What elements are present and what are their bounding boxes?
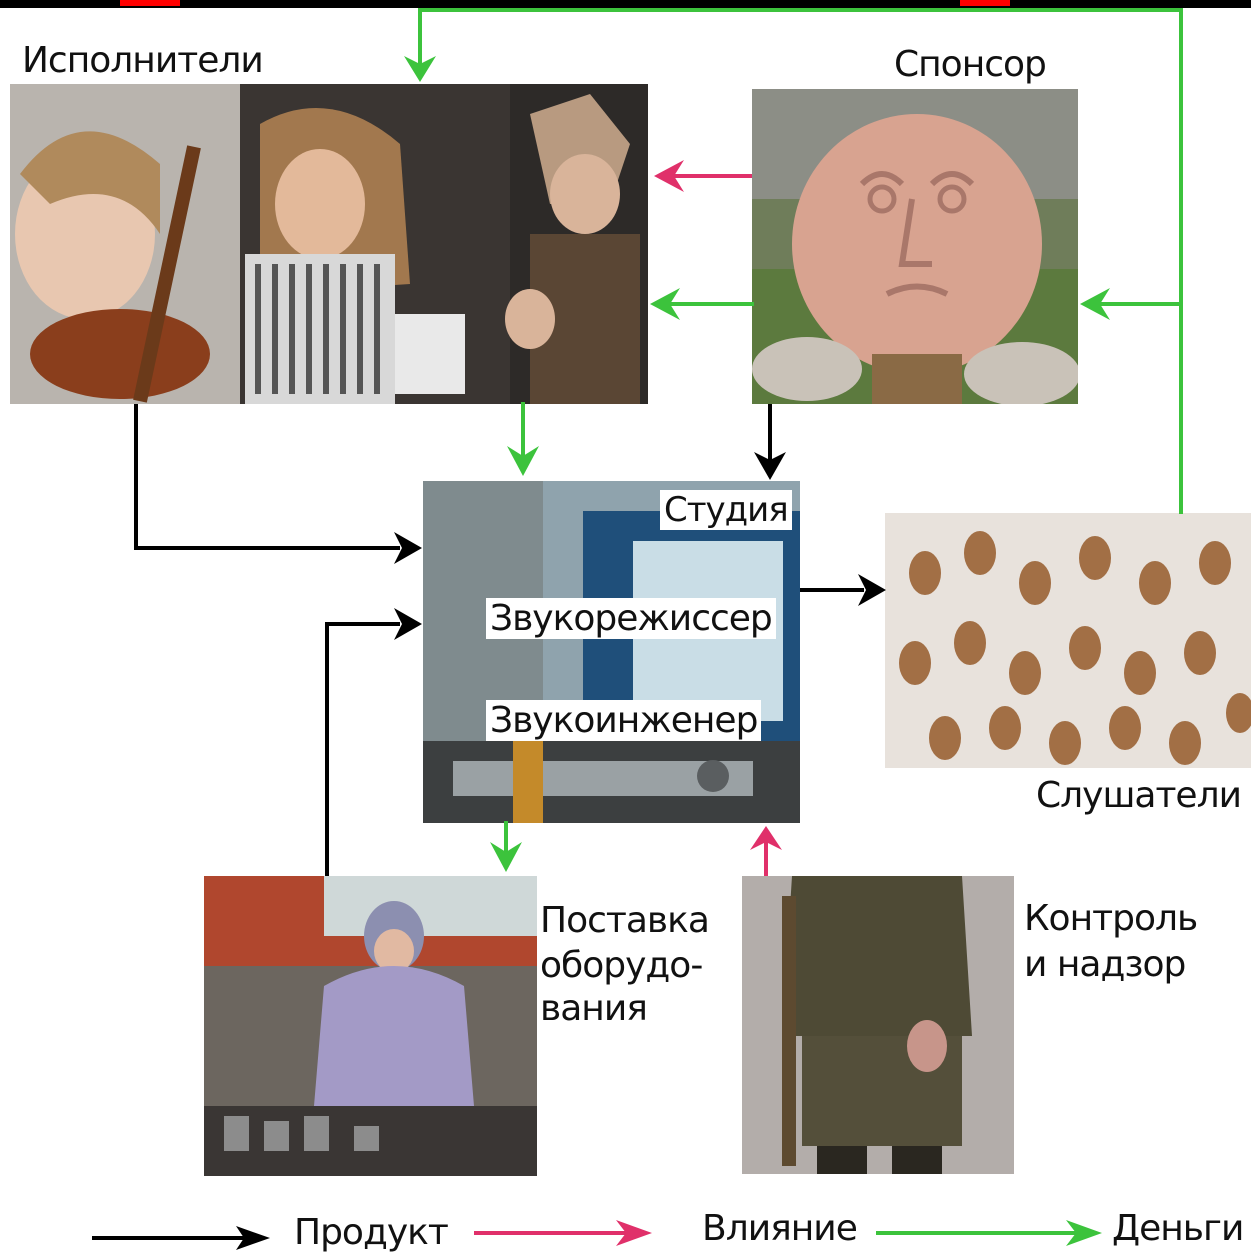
money-arrowhead-sponsor-to-performers	[650, 288, 680, 320]
performers-label: Исполнители	[22, 40, 264, 81]
product-supply-to-studio	[325, 622, 400, 876]
control-label-line1: Контроль	[1024, 898, 1198, 939]
sponsor-label: Спонсор	[894, 44, 1047, 85]
money-arrowhead-studio	[507, 446, 539, 476]
listeners-photo	[885, 513, 1251, 768]
sound-engineer-label: Звукоинженер	[486, 700, 762, 741]
money-listeners-to-performers	[418, 8, 1183, 514]
legend-product-label: Продукт	[294, 1212, 449, 1253]
control-photo	[742, 876, 1014, 1174]
sponsor-photo	[752, 89, 1078, 404]
studio-photo	[423, 481, 800, 823]
cropped-title-fragment	[120, 0, 180, 6]
supply-label-line1: Поставка	[540, 900, 710, 941]
studio-label: Студия	[660, 490, 792, 530]
listeners-label: Слушатели	[1036, 775, 1242, 816]
supply-label-line3: вания	[540, 988, 648, 1029]
product-arrowhead-studio-1	[394, 532, 422, 564]
legend-product-arrowhead	[236, 1226, 270, 1250]
cropped-title-fragment-2	[960, 0, 1010, 6]
legend-money-label: Деньги	[1112, 1208, 1244, 1249]
product-arrowhead-studio-2	[394, 608, 422, 640]
money-arrowhead-supply	[490, 842, 522, 872]
influence-arrowhead-performers	[654, 160, 684, 192]
money-arrowhead-sponsor	[1080, 288, 1110, 320]
performers-photo	[10, 84, 648, 404]
top-black-band	[0, 0, 1251, 8]
legend-influence-arrowhead	[616, 1220, 652, 1246]
product-arrowhead-studio-3	[754, 452, 786, 480]
supply-label-line2: оборудо-	[540, 945, 703, 986]
money-arrowhead-performers	[404, 56, 436, 82]
influence-arrowhead-studio	[750, 826, 782, 850]
product-arrowhead-listeners	[858, 574, 886, 606]
legend-influence-label: Влияние	[702, 1208, 858, 1249]
control-label-line2: и надзор	[1024, 944, 1186, 985]
supply-photo	[204, 876, 537, 1176]
sound-director-label: Звукорежиссер	[486, 598, 776, 639]
legend-money-arrowhead	[1066, 1220, 1102, 1246]
product-performers-to-studio	[134, 404, 400, 550]
